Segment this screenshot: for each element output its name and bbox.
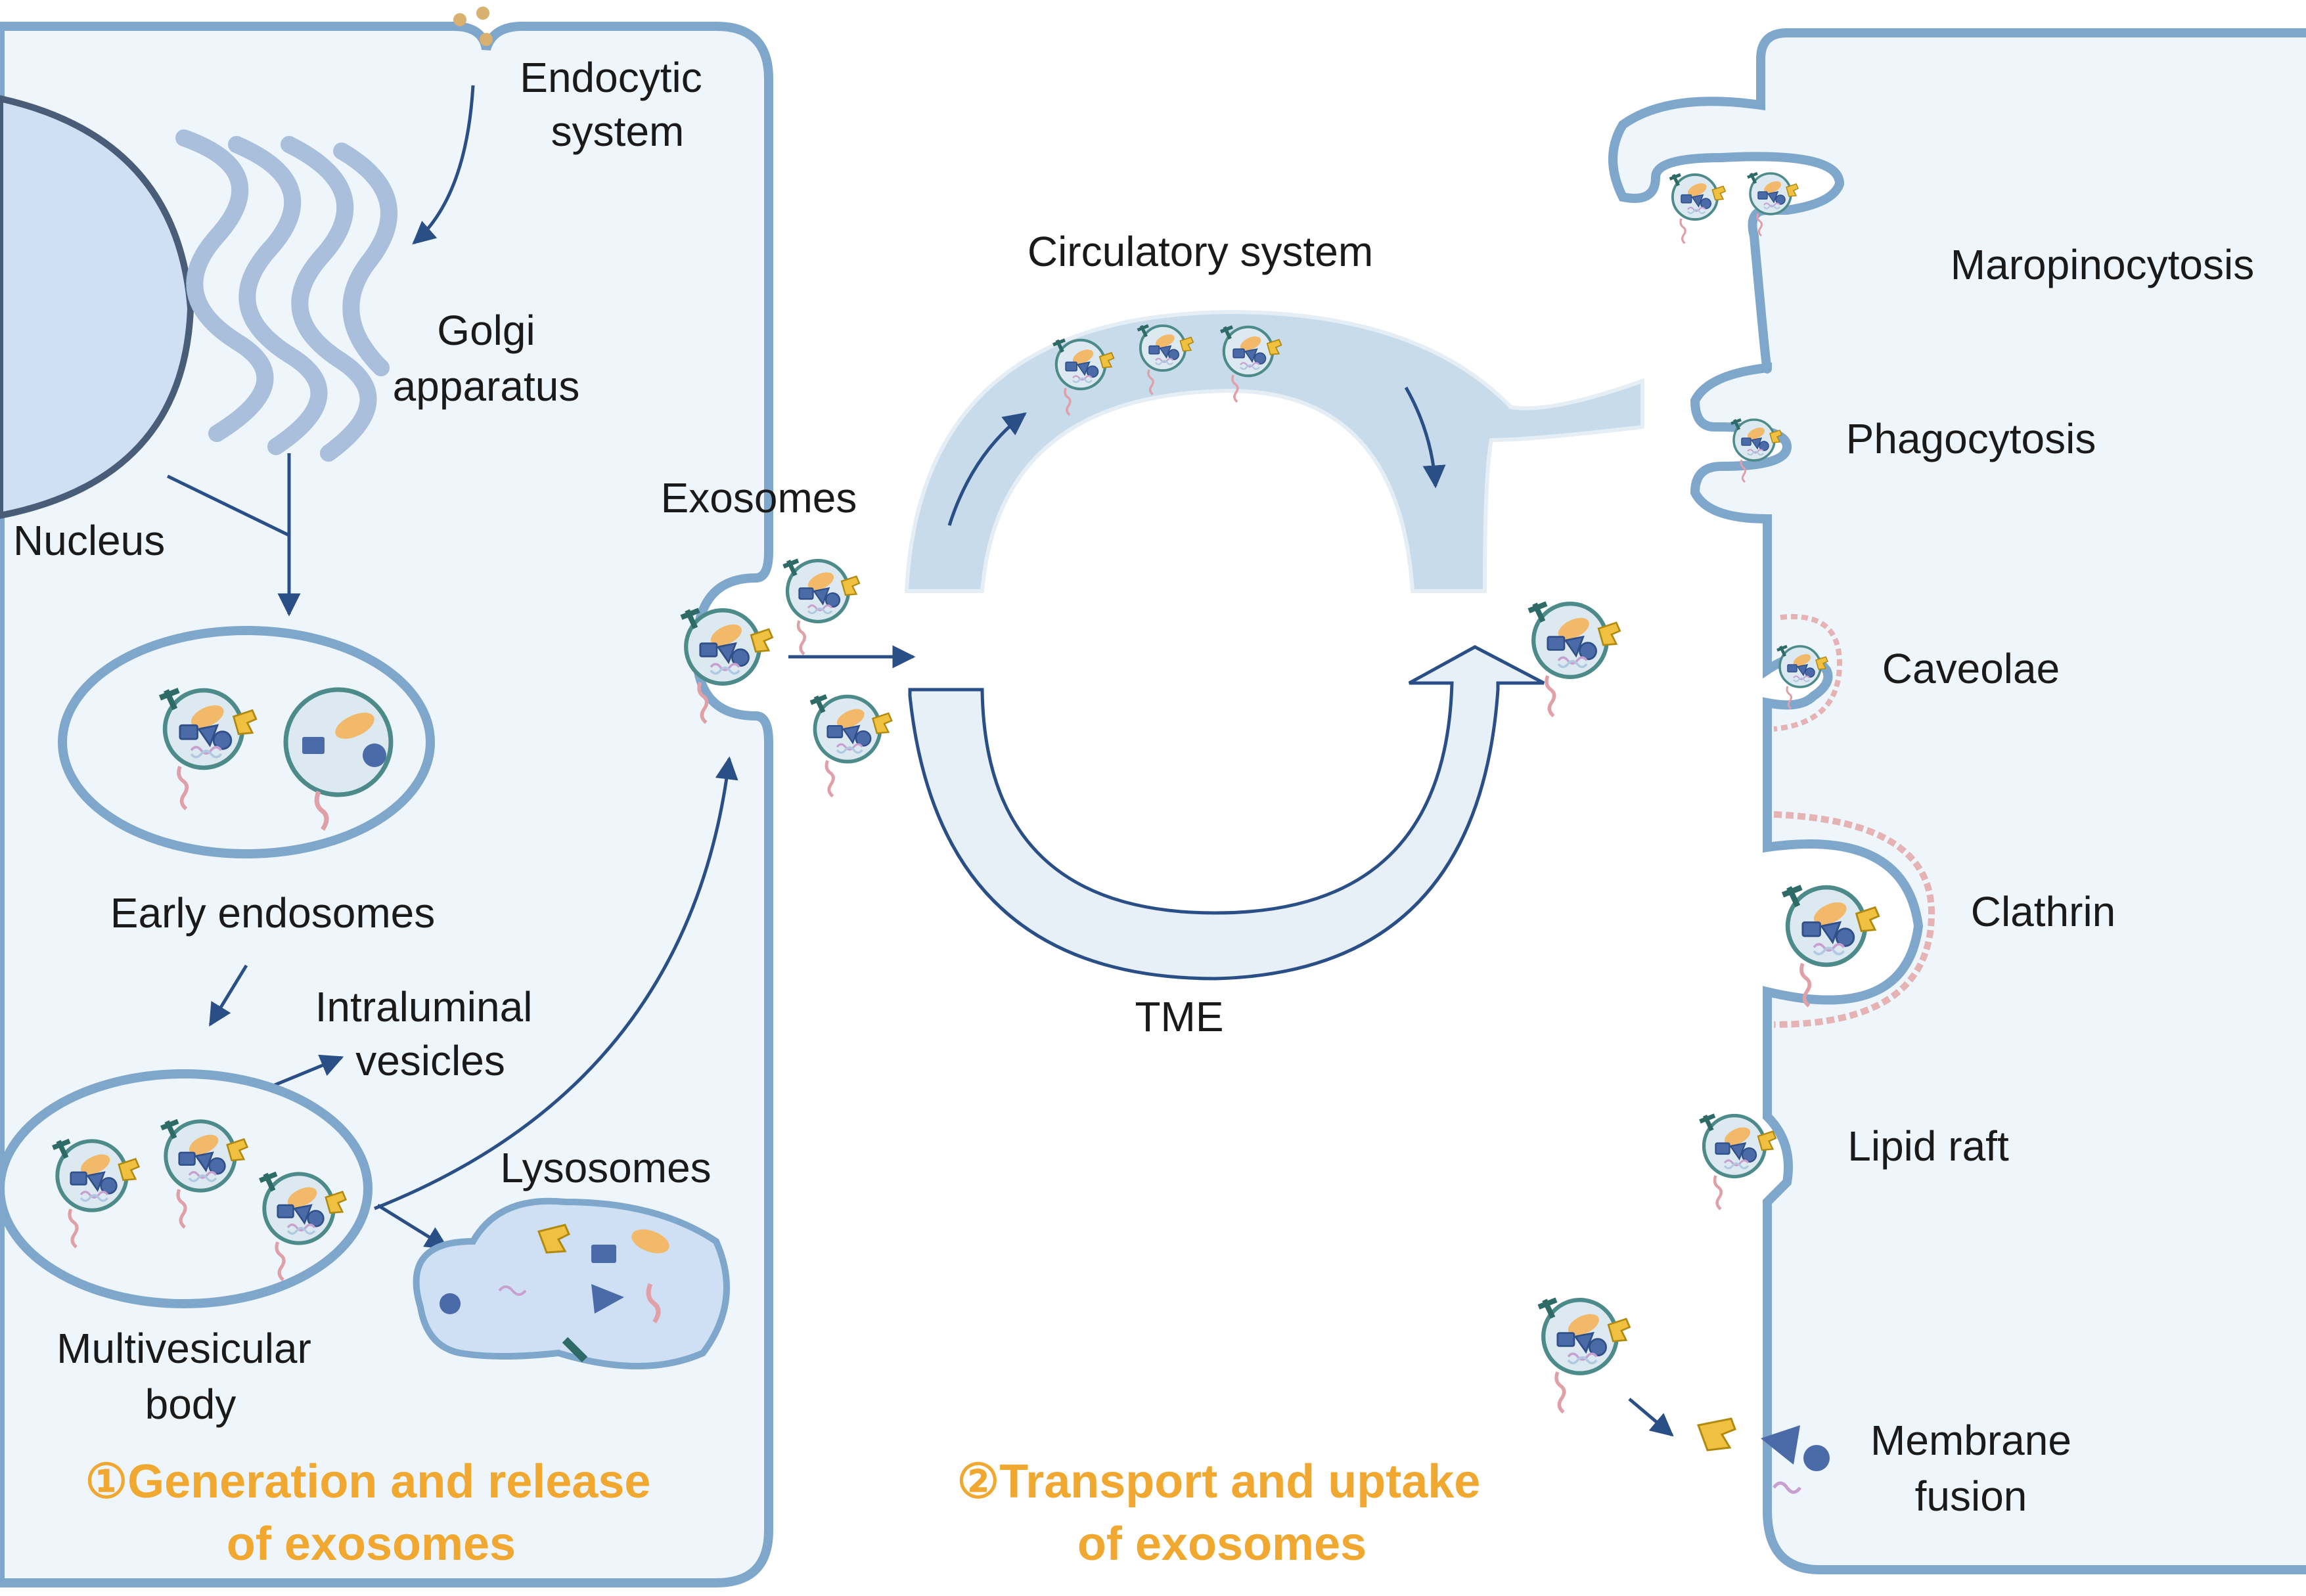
caveolin-coat (1773, 613, 1843, 732)
arrow-icon (947, 412, 1027, 526)
exosome-icon (1529, 604, 1620, 716)
label-intraluminal-vesicles: Intraluminal (315, 983, 533, 1031)
label-lipid-raft: Lipid raft (1847, 1122, 2009, 1170)
title-generation-release: of exosomes (227, 1518, 516, 1570)
label-endocytic-system: Endocytic (520, 54, 702, 101)
arrow-icon (376, 1203, 449, 1250)
label-endocytic-system: system (551, 108, 685, 155)
label-caveolae: Caveolae (1882, 645, 2060, 692)
title-transport-uptake: of exosomes (1077, 1518, 1367, 1570)
label-golgi-apparatus: apparatus (393, 363, 580, 410)
exosome-icon (1670, 175, 1726, 244)
nucleus-shape (0, 95, 194, 520)
label-tme: TME (1135, 993, 1223, 1040)
exosome-icon (283, 687, 394, 831)
label-multivesicular-body: Multivesicular (57, 1325, 311, 1372)
arrow-icon (166, 474, 290, 537)
arrow-icon (1628, 1398, 1674, 1437)
exosome-icon (1700, 1116, 1776, 1210)
label-macropinocytosis: Maropinocytosis (1951, 241, 2254, 288)
arrow-icon (1404, 386, 1446, 489)
label-golgi-apparatus: Golgi (437, 307, 535, 354)
tme-arrow (908, 645, 1545, 981)
label-multivesicular-body: body (145, 1381, 237, 1428)
exosome-icon (1539, 1300, 1630, 1412)
arrow-icon (412, 85, 475, 245)
golgi-apparatus-icon (175, 129, 397, 462)
endocytic-particle-icon (453, 13, 466, 26)
endocytic-particle-icon (480, 33, 493, 46)
label-lysosomes: Lysosomes (500, 1144, 711, 1191)
label-membrane-fusion: Membrane (1870, 1417, 2071, 1464)
label-nucleus: Nucleus (13, 517, 165, 564)
exosome-icon (1783, 887, 1879, 1006)
label-early-endosomes: Early endosomes (110, 889, 435, 937)
title-transport-uptake: ②Transport and uptake (957, 1455, 1481, 1508)
right-cell-membrane (1608, 28, 2306, 1574)
arrow-icon (374, 756, 738, 1210)
early-endosome (58, 626, 435, 858)
label-exosomes: Exosomes (661, 474, 857, 521)
title-generation-release: ①Generation and release (85, 1455, 651, 1508)
label-membrane-fusion: fusion (1915, 1473, 2027, 1520)
exosome-icon (784, 561, 860, 655)
label-clathrin: Clathrin (1971, 888, 2116, 935)
label-phagocytosis: Phagocytosis (1846, 415, 2096, 462)
clathrin-coat (1773, 811, 1935, 1028)
arrow-icon (208, 964, 248, 1027)
label-circulatory-system: Circulatory system (1028, 228, 1373, 275)
exosome-icon (811, 696, 892, 796)
label-intraluminal-vesicles: vesicles (355, 1037, 505, 1084)
endocytic-particle-icon (476, 7, 489, 20)
